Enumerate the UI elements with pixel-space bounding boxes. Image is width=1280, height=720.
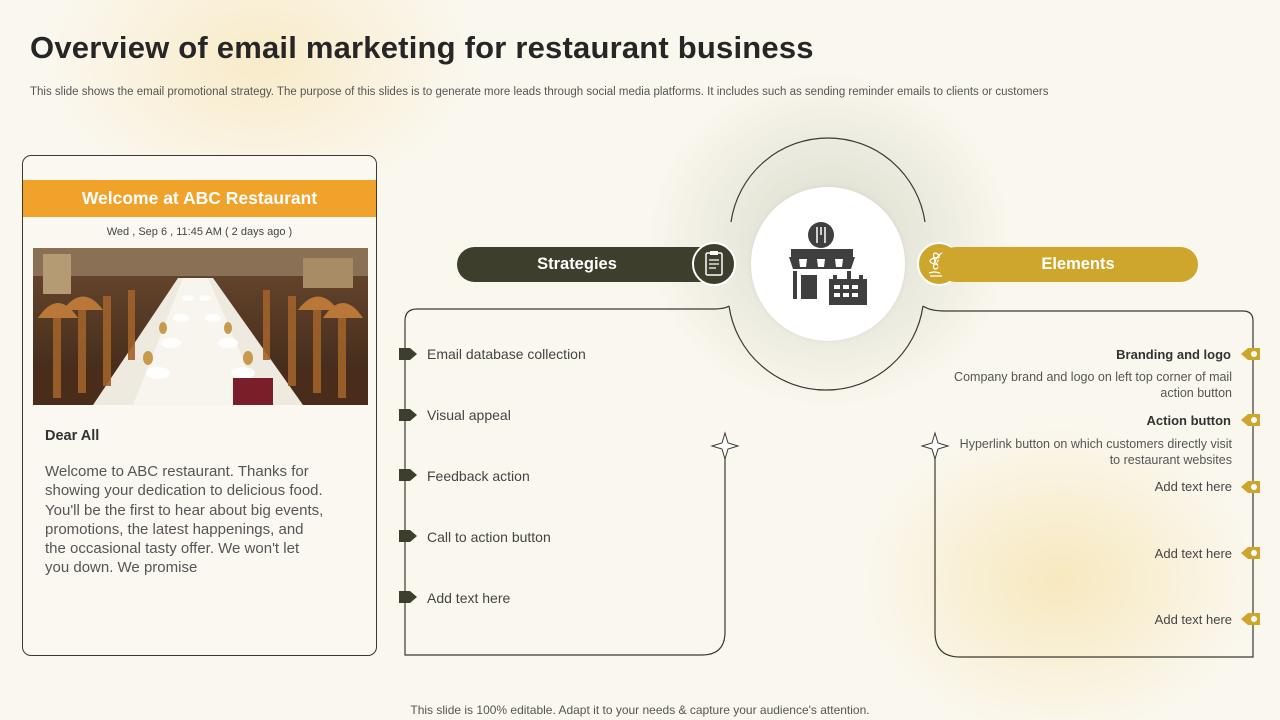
element-item: Add text here [1154, 479, 1232, 494]
elements-label: Elements [938, 247, 1198, 282]
email-heading: Welcome at ABC Restaurant [23, 180, 376, 217]
element-heading: Branding and logo [1116, 347, 1231, 362]
email-preview-card: Welcome at ABC Restaurant Wed , Sep 6 , … [22, 155, 377, 656]
strategy-item: Call to action button [427, 529, 551, 545]
element-description: Company brand and logo on left top corne… [954, 370, 1232, 400]
strategy-item: Visual appeal [427, 407, 511, 423]
restaurant-photo [33, 248, 368, 405]
footer-note: This slide is 100% editable. Adapt it to… [410, 703, 870, 717]
page-subtitle: This slide shows the email promotional s… [30, 86, 1049, 98]
strategy-item: Add text here [427, 590, 511, 606]
strategies-label: Strategies [457, 247, 717, 282]
element-item: Add text here [1154, 612, 1232, 627]
email-message: Welcome to ABC restaurant. Thanks for sh… [45, 463, 324, 577]
element-description: Hyperlink button on which customers dire… [959, 437, 1232, 467]
email-greeting: Dear All [45, 428, 100, 444]
restaurant-store-icon [751, 187, 905, 341]
strategy-item: Email database collection [427, 346, 586, 362]
email-date: Wed , Sep 6 , 11:45 AM ( 2 days ago ) [106, 226, 293, 238]
strategy-item: Feedback action [427, 468, 530, 484]
page-title: Overview of email marketing for restaura… [30, 30, 814, 65]
clipboard-icon [692, 242, 736, 286]
element-item: Add text here [1154, 546, 1232, 561]
element-heading: Action button [1146, 413, 1231, 428]
